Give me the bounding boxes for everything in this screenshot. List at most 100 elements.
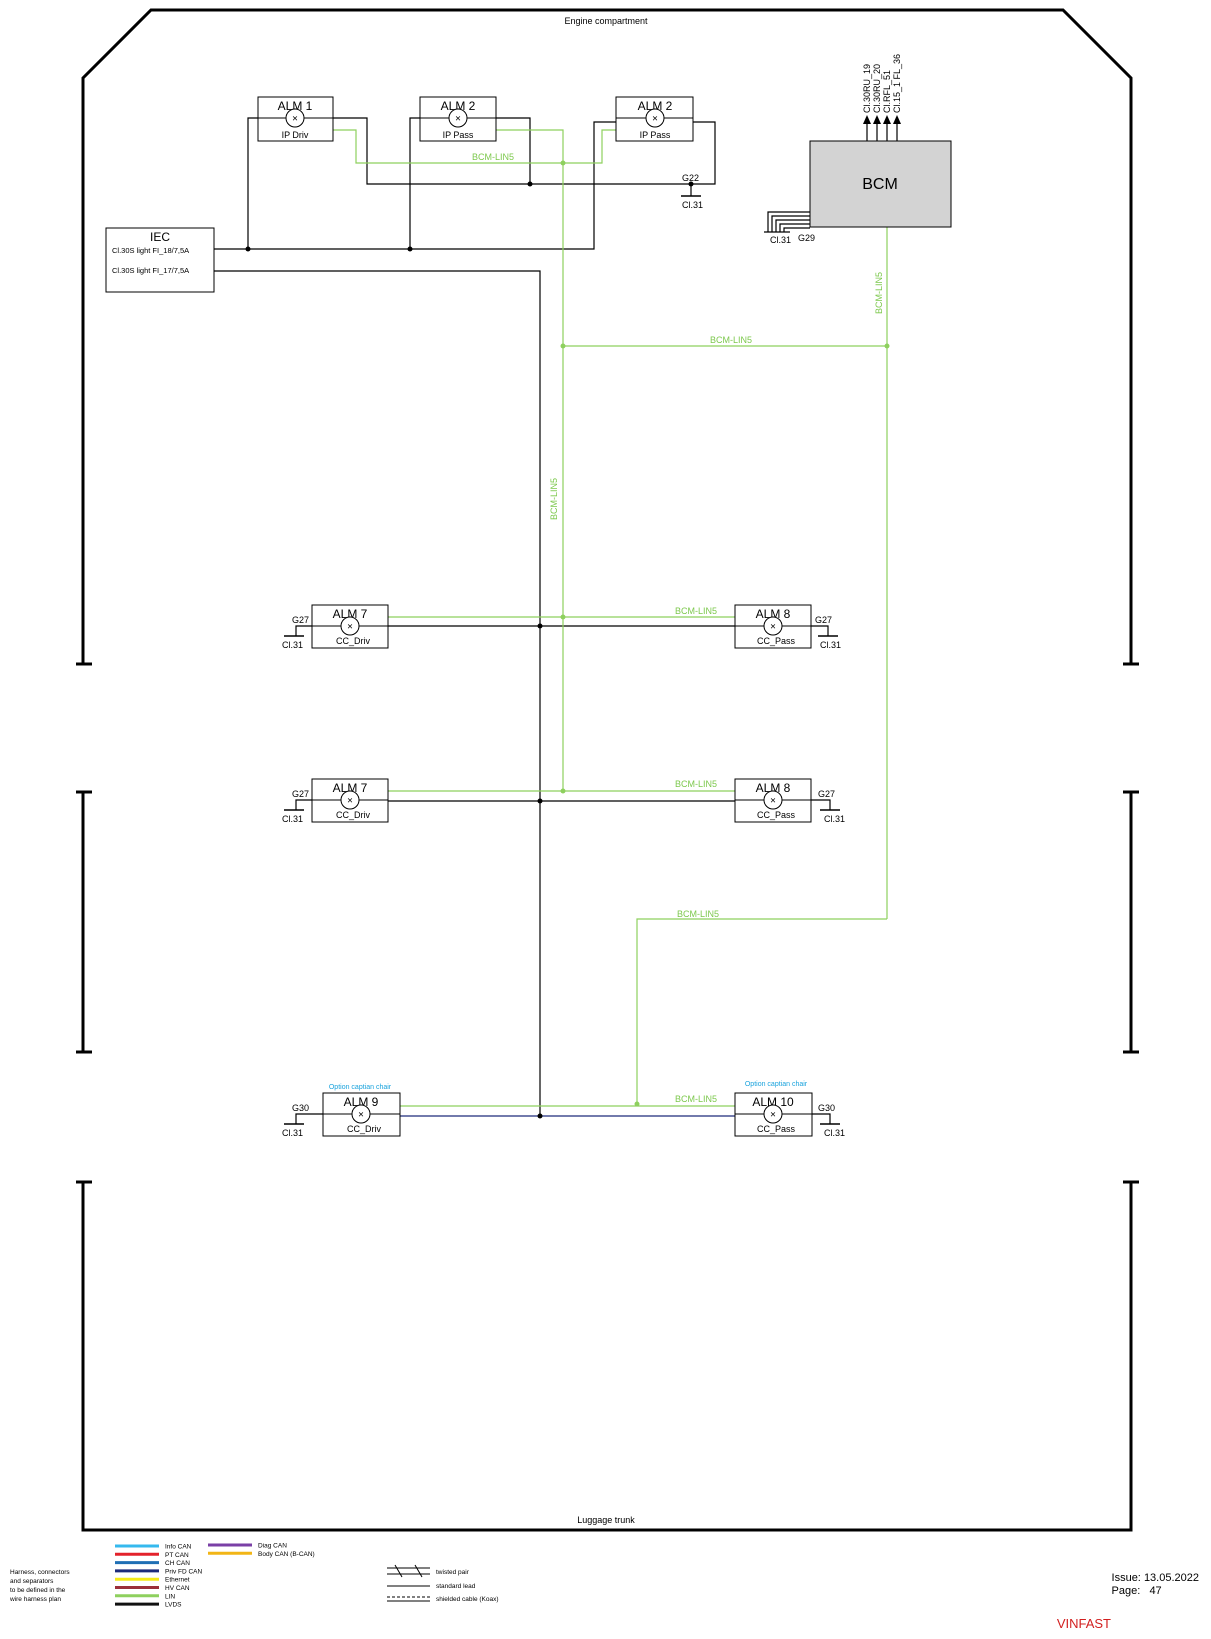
- alm1-module: ALM 1 ✕ IP Driv: [257, 96, 334, 142]
- lamp-icon: [285, 108, 305, 128]
- alm9-sub: CC_Driv: [347, 1124, 382, 1134]
- ground-term: Cl.31: [282, 814, 303, 824]
- legend-label: HV CAN: [165, 1585, 190, 1592]
- alm8b-module: ALM 8 ✕ CC_Pass: [734, 778, 812, 823]
- diode-icon: ✕: [770, 622, 776, 631]
- lin-label: BCM-LIN5: [472, 152, 514, 162]
- alm8a-name: ALM 8: [756, 607, 791, 621]
- legend-label: Priv FD CAN: [165, 1568, 203, 1575]
- page-label: Page:: [1111, 1585, 1141, 1597]
- cable-type-legend: twisted pair standard lead shielded cabl…: [387, 1564, 499, 1603]
- cable-type-label: twisted pair: [436, 1569, 470, 1576]
- alm7b-name: ALM 7: [333, 781, 368, 795]
- legend-label: CH CAN: [165, 1560, 190, 1567]
- ground-id: G30: [292, 1103, 309, 1113]
- iec-fuse-2: Cl.30S light FI_17/7,5A: [112, 266, 189, 275]
- issue-date: 13.05.2022: [1143, 1572, 1199, 1584]
- legend-label: LIN: [165, 1593, 175, 1600]
- harness-note-line: and separators: [10, 1578, 54, 1585]
- ground-g29: Cl.31 G29: [770, 233, 815, 245]
- lamp-icon: [351, 1104, 371, 1124]
- engine-compartment-label: Engine compartment: [564, 16, 648, 26]
- lamp-icon: [763, 790, 783, 810]
- issue-block: Issue: 13.05.2022 Page: 47: [1112, 1572, 1199, 1598]
- alm9-module: Option captian chair ALM 9 ✕ CC_Driv: [322, 1084, 401, 1137]
- ground-id: G22: [682, 173, 699, 183]
- legend-label: Diag CAN: [258, 1543, 287, 1550]
- legend: Harness, connectors and separators to be…: [9, 1543, 499, 1609]
- brand-logo: VINFAST: [1056, 1616, 1111, 1631]
- lamp-icon: [645, 108, 665, 128]
- alm8b-name: ALM 8: [756, 781, 791, 795]
- ground-id: G27: [292, 789, 309, 799]
- bcm-module: BCM Cl.30RU_19 Cl.30RU_20 Cl.RFL_51 Cl.1…: [809, 54, 952, 228]
- page-number: 47: [1149, 1585, 1162, 1597]
- bcm-pin-arrows: [863, 115, 901, 141]
- ground-term: Cl.31: [282, 640, 303, 650]
- ground-g27-right-2: G27 Cl.31: [811, 789, 845, 824]
- lamp-icon: [763, 1104, 783, 1124]
- cable-type-label: shielded cable (Koax): [436, 1596, 499, 1603]
- ground-g27-left-1: G27 Cl.31: [282, 615, 312, 650]
- harness-note-line: to be defined in the: [10, 1587, 66, 1594]
- diode-icon: ✕: [770, 1110, 776, 1119]
- diode-icon: ✕: [358, 1110, 364, 1119]
- bcm-pin-label: Cl.15_1 FL_36: [892, 54, 902, 113]
- lamp-icon: [448, 108, 468, 128]
- alm10-module: Option captian chair ALM 10 ✕ CC_Pass: [734, 1081, 813, 1137]
- lamp-icon: [340, 616, 360, 636]
- ground-g27-right-1: G27 Cl.31: [811, 615, 841, 650]
- diode-icon: ✕: [770, 796, 776, 805]
- issue-label: Issue:: [1111, 1572, 1141, 1584]
- ground-id: G27: [818, 789, 835, 799]
- diode-icon: ✕: [292, 114, 298, 123]
- bcm-title: BCM: [862, 176, 898, 193]
- junction-dots: [245, 181, 694, 1119]
- legend-label: LVDS: [165, 1602, 182, 1609]
- alm8a-module: ALM 8 ✕ CC_Pass: [734, 604, 812, 649]
- alm2a-module: ALM 2 ✕ IP Pass: [419, 96, 497, 142]
- alm2b-sub: IP Pass: [640, 130, 671, 140]
- harness-note-line: Harness, connectors: [10, 1569, 70, 1576]
- legend-label: PT CAN: [165, 1552, 189, 1559]
- alm1-sub: IP Driv: [282, 130, 309, 140]
- lin-label: BCM-LIN5: [874, 272, 884, 314]
- lin-label: BCM-LIN5: [710, 335, 752, 345]
- lamp-icon: [763, 616, 783, 636]
- ground-term: Cl.31: [770, 235, 791, 245]
- alm7a-name: ALM 7: [333, 607, 368, 621]
- alm8a-sub: CC_Pass: [757, 636, 796, 646]
- iec-title: IEC: [150, 230, 170, 244]
- iec-module: IEC Cl.30S light FI_18/7,5A Cl.30S light…: [105, 227, 215, 293]
- ground-g22: G22 Cl.31: [681, 173, 703, 210]
- ground-id: G27: [292, 615, 309, 625]
- legend-label: Body CAN (B-CAN): [258, 1551, 315, 1558]
- cable-type-label: standard lead: [436, 1583, 476, 1590]
- lin-labels: BCM-LIN5 BCM-LIN5 BCM-LIN5 BCM-LIN5 BCM-…: [472, 152, 884, 1104]
- lin-junction-dots: [560, 160, 890, 1107]
- diode-icon: ✕: [347, 796, 353, 805]
- bcm-pin-label: Cl.30RU_20: [872, 64, 882, 113]
- alm2a-sub: IP Pass: [443, 130, 474, 140]
- ground-term: Cl.31: [824, 1128, 845, 1138]
- lin-label: BCM-LIN5: [677, 909, 719, 919]
- lamp-icon: [340, 790, 360, 810]
- alm7b-module: ALM 7 ✕ CC_Driv: [311, 778, 389, 823]
- alm8b-sub: CC_Pass: [757, 810, 796, 820]
- iec-fuse-1: Cl.30S light FI_18/7,5A: [112, 246, 189, 255]
- luggage-trunk-label: Luggage trunk: [577, 1515, 635, 1525]
- vehicle-frame: Engine compartment Luggage trunk: [76, 8, 1139, 1532]
- alm7a-sub: CC_Driv: [336, 636, 371, 646]
- option-label: Option captian chair: [329, 1084, 392, 1091]
- diode-icon: ✕: [455, 114, 461, 123]
- bcm-pin-label: Cl.30RU_19: [862, 64, 872, 113]
- diode-icon: ✕: [347, 622, 353, 631]
- alm2a-name: ALM 2: [441, 99, 476, 113]
- ground-g30-left: G30 Cl.31: [282, 1103, 323, 1138]
- bcm-pin-label: Cl.RFL_51: [882, 70, 892, 113]
- lin-label: BCM-LIN5: [675, 779, 717, 789]
- alm10-name: ALM 10: [752, 1095, 794, 1109]
- ground-term: Cl.31: [820, 640, 841, 650]
- ground-g27-left-2: G27 Cl.31: [282, 789, 312, 824]
